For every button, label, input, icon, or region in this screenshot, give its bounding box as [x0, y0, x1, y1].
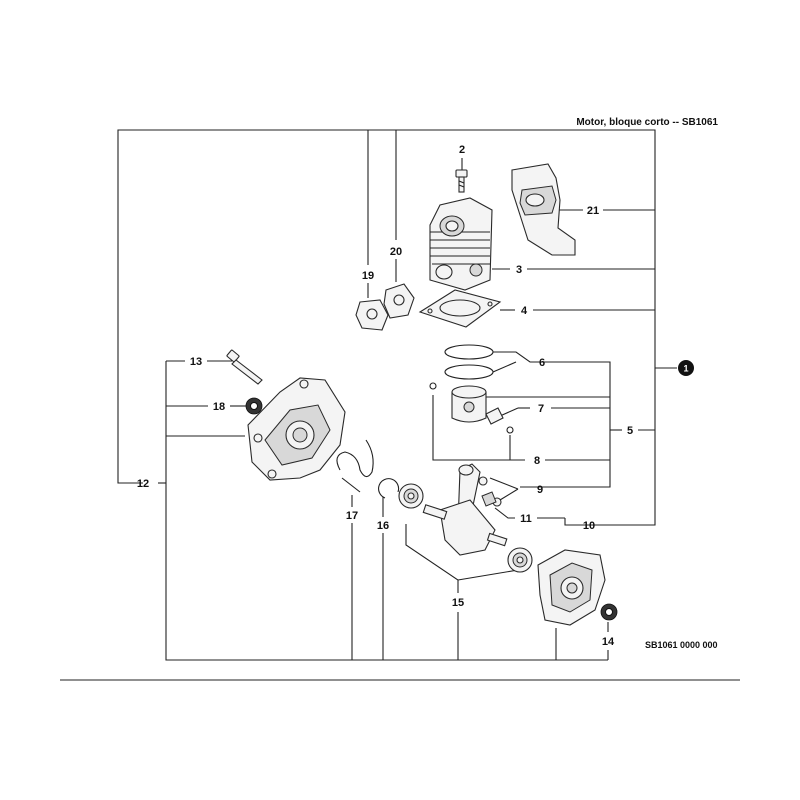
callout-7: 7 [538, 403, 544, 415]
callout-19: 19 [362, 270, 374, 282]
diagram-title: Motor, bloque corto -- SB1061 [576, 117, 718, 128]
callout-8: 8 [534, 455, 540, 467]
part-gasket-20 [383, 283, 415, 319]
part-washers [478, 476, 502, 507]
part-cylinder [429, 197, 493, 291]
callout-14: 14 [602, 636, 615, 648]
part-oil-seal-14 [600, 603, 618, 621]
callout-12: 12 [137, 478, 149, 490]
callout-17: 17 [346, 510, 358, 522]
leader-lines [117, 129, 656, 661]
callout-13: 13 [190, 356, 202, 368]
part-crankcase-left [247, 377, 346, 481]
callout-18: 18 [213, 401, 225, 413]
part-piston-rings [444, 344, 494, 380]
part-crank-bolt [226, 349, 263, 385]
part-bolt [455, 169, 468, 193]
part-piston-pin [485, 407, 504, 425]
callout-21: 21 [587, 205, 599, 217]
part-spring-clip [336, 439, 374, 493]
callout-labels: 2 21 20 3 19 4 6 13 18 7 5 8 12 9 17 11 … [137, 144, 633, 648]
assembly-badge: 1 [655, 360, 694, 376]
callout-5: 5 [627, 425, 633, 437]
callout-11: 11 [520, 513, 532, 525]
part-oil-seal-18 [245, 397, 263, 415]
callout-20: 20 [390, 246, 402, 258]
part-base-gasket [418, 289, 502, 328]
part-crankcase-right [537, 549, 606, 626]
callout-4: 4 [521, 305, 528, 317]
part-crankshaft [422, 463, 508, 556]
reference-code: SB1061 0000 000 [645, 640, 718, 650]
callout-10: 10 [583, 520, 595, 532]
assembly-badge-number: 1 [683, 364, 688, 374]
callout-6: 6 [539, 357, 545, 369]
part-piston [451, 385, 487, 423]
part-clips [429, 382, 514, 434]
callout-16: 16 [377, 520, 389, 532]
callout-2: 2 [459, 144, 465, 156]
callout-9: 9 [537, 484, 543, 496]
part-bearings [398, 483, 533, 573]
callout-3: 3 [516, 264, 522, 276]
part-snap-ring [378, 478, 400, 499]
part-heat-shield [511, 163, 576, 256]
callout-15: 15 [452, 597, 464, 609]
part-gasket-19 [355, 299, 389, 331]
